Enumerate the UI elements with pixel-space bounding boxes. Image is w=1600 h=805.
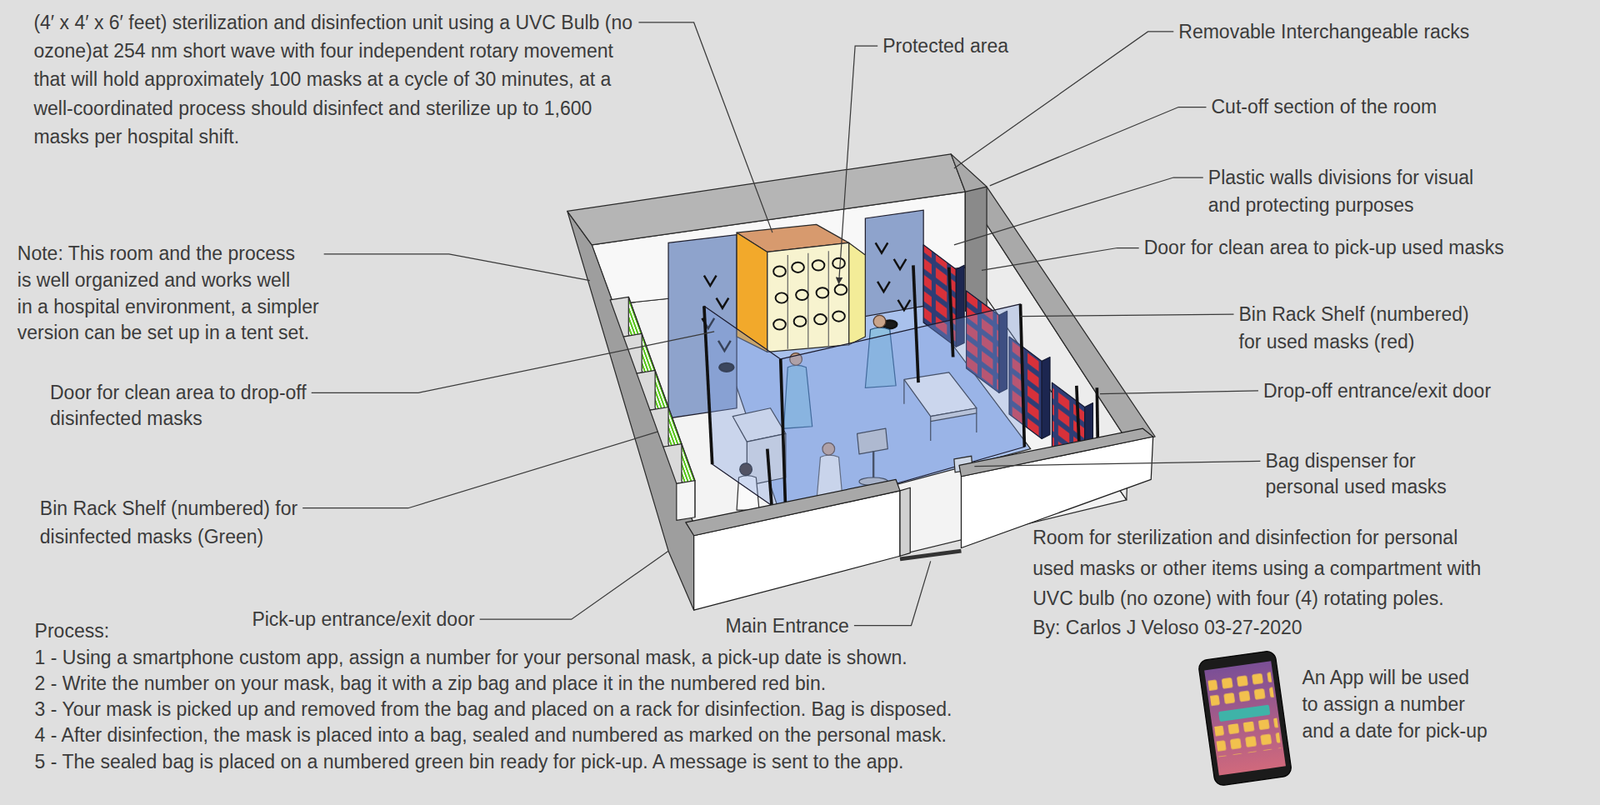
callout-label: Bin Rack Shelf (numbered) for used masks… <box>1239 300 1470 356</box>
smartphone-icon <box>1218 705 1270 723</box>
callout-label: Main Entrance <box>725 611 850 640</box>
leader-lines <box>1020 314 1234 316</box>
description-text: Room for sterilization and disinfection … <box>1032 522 1481 615</box>
uvc-cabinet <box>773 258 847 330</box>
uvc-cabinet <box>775 292 789 303</box>
callout-label: Removable Interchangeable racks <box>1178 17 1470 46</box>
mask-racks <box>894 259 907 270</box>
uvc-cabinet <box>773 319 786 330</box>
smartphone-icon <box>1197 650 1292 786</box>
mask-racks <box>877 281 890 292</box>
callout-label: Bin Rack Shelf (numbered) for disinfecte… <box>40 494 298 552</box>
callout-label: Bag dispenser for personal used masks <box>1265 448 1446 502</box>
app-note: An App will be used to assign a number a… <box>1301 665 1487 745</box>
front-wall <box>900 487 910 556</box>
uvc-cabinet <box>736 224 865 352</box>
uvc-cabinet <box>794 316 807 327</box>
callout-label: Plastic walls divisions for visual and p… <box>1208 164 1474 220</box>
smartphone-icon <box>1207 669 1275 709</box>
uvc-cabinet <box>807 253 809 349</box>
callout-label: Door for clean area to pick-up used mask… <box>1144 233 1505 262</box>
uvc-cabinet <box>814 314 827 325</box>
front-wall <box>959 428 1154 477</box>
callout-label: Protected area <box>882 31 1009 60</box>
leader-lines <box>990 107 1207 186</box>
leader-lines <box>974 460 1260 466</box>
uvc-cabinet <box>816 287 830 298</box>
mask-racks <box>704 275 717 286</box>
smartphone-icon <box>1204 660 1286 775</box>
process-step: 5 - The sealed bag is placed on a number… <box>35 749 905 776</box>
staff-figures <box>873 315 886 328</box>
callout-label: Door for clean area to drop-off disinfec… <box>50 380 307 434</box>
plastic-wall-divisions <box>780 359 786 515</box>
leader-lines <box>1100 390 1259 395</box>
uvc-cabinet <box>795 290 809 300</box>
mask-racks <box>716 298 730 309</box>
uvc-cabinet <box>773 266 786 277</box>
process-heading: Process: <box>35 618 110 645</box>
leader-lines <box>638 22 773 233</box>
author-credit: By: Carlos J Veloso 03-27-2020 <box>1032 613 1302 642</box>
callout-label: Cut-off section of the room <box>1211 92 1438 121</box>
green-bin-racks <box>610 296 695 520</box>
front-wall <box>685 428 1154 610</box>
leader-lines <box>302 431 659 509</box>
leader-lines <box>480 550 669 620</box>
uvc-cabinet <box>791 262 805 273</box>
uvc-cabinet <box>832 258 845 269</box>
callout-label: Pick-up entrance/exit door <box>251 605 475 634</box>
room-note: Note: This room and the process is well … <box>17 240 320 347</box>
uvc-cabinet <box>835 285 848 295</box>
callout-label: Drop-off entrance/exit door <box>1263 376 1491 405</box>
uvc-cabinet <box>828 250 830 347</box>
uvc-cabinet <box>767 242 850 352</box>
plastic-wall-divisions <box>704 305 786 515</box>
process-step: 4 - After disinfection, the mask is plac… <box>35 722 947 750</box>
process-step: 3 - Your mask is picked up and removed f… <box>35 696 953 724</box>
uvc-cabinet <box>812 260 825 270</box>
plastic-wall-divisions <box>1020 304 1025 447</box>
plastic-wall-divisions <box>949 267 954 358</box>
front-wall <box>685 479 900 535</box>
plastic-wall-divisions <box>704 305 713 465</box>
process-step: 2 - Write the number on your mask, bag i… <box>35 670 826 698</box>
green-bin-racks <box>663 444 695 521</box>
uvc-cabinet <box>787 255 789 350</box>
uvc-cabinet <box>832 310 845 321</box>
mask-racks <box>898 300 911 310</box>
mask-racks <box>875 242 889 253</box>
leader-lines <box>981 248 1140 271</box>
smartphone-icon <box>1214 717 1281 757</box>
leader-lines <box>311 331 715 393</box>
leader-lines <box>954 177 1204 245</box>
spec-note: (4′ x 4′ x 6′ feet) sterilization and di… <box>33 8 634 151</box>
red-bin-racks <box>1041 357 1050 440</box>
smartphone-icon <box>1197 650 1292 786</box>
leader-lines <box>839 45 879 284</box>
green-bin-racks <box>676 480 695 521</box>
leader-lines <box>854 560 931 625</box>
plastic-wall-divisions <box>913 265 919 383</box>
process-step: 1 - Using a smartphone custom app, assig… <box>35 645 908 672</box>
front-wall <box>900 550 961 560</box>
uvc-cabinet <box>849 242 866 345</box>
leader-lines <box>324 254 590 281</box>
